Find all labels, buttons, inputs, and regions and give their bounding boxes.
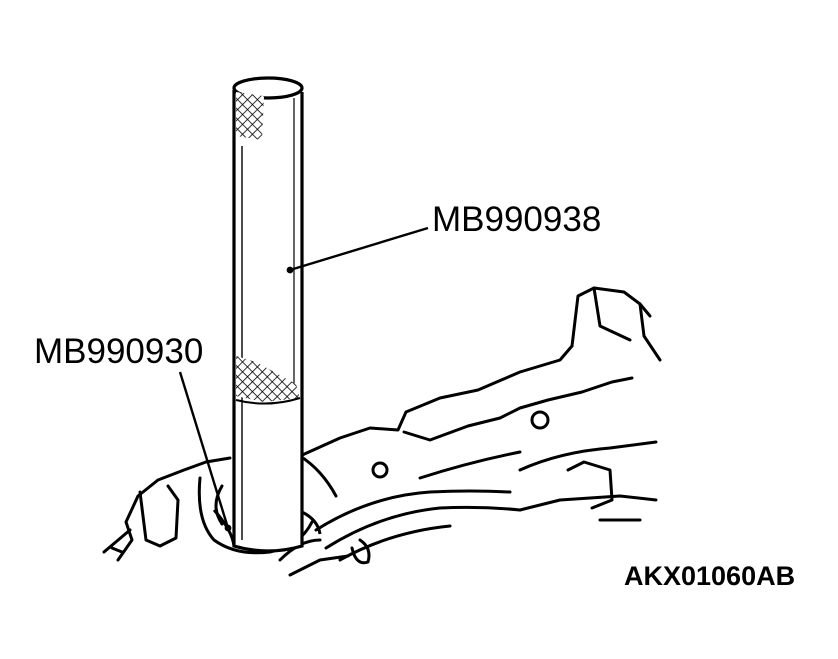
leader-lower-tool <box>178 371 230 529</box>
leader-lower-dot <box>224 524 232 532</box>
leader-upper-dot <box>286 266 294 274</box>
figure-code: AKX01060AB <box>624 561 796 591</box>
callout-mb990930: MB990930 <box>34 332 204 371</box>
installer-handle-mb990938 <box>232 76 304 553</box>
callout-mb990938: MB990938 <box>432 200 602 239</box>
leader-upper-tool <box>289 226 429 272</box>
leader-lines <box>178 226 429 532</box>
